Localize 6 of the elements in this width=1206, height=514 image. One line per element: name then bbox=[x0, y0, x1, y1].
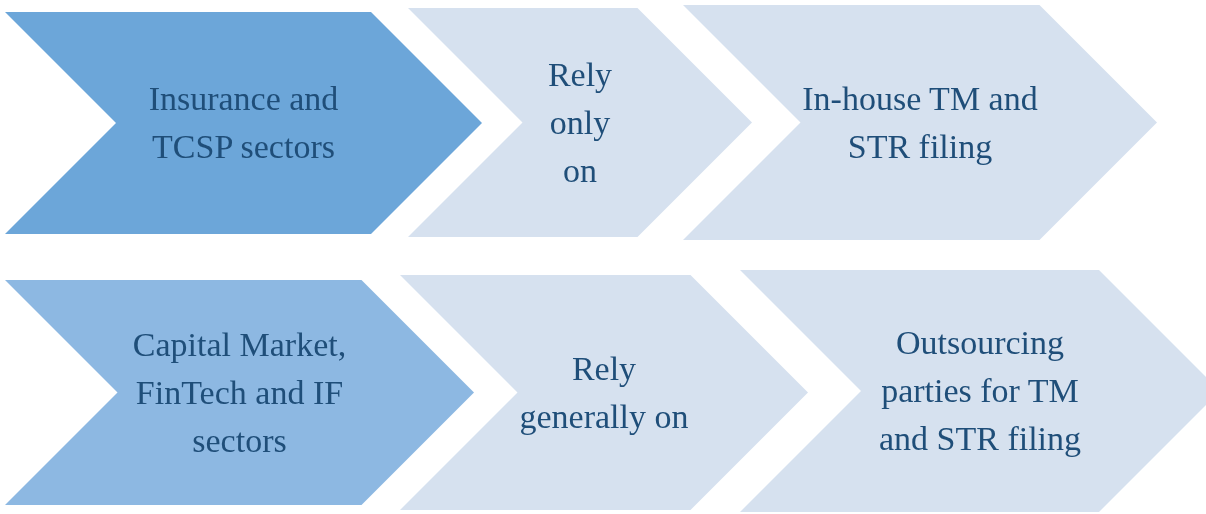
chevron-label: Rely only on bbox=[546, 54, 614, 191]
chevron-label: Insurance and TCSP sectors bbox=[147, 79, 340, 167]
chevron-label: Capital Market, FinTech and IF sectors bbox=[131, 324, 348, 461]
chevron-label: Rely generally on bbox=[518, 348, 690, 437]
chevron-label: In-house TM and STR filing bbox=[801, 78, 1039, 167]
chevron-label: Outsourcing parties for TM and STR filing bbox=[877, 323, 1083, 459]
